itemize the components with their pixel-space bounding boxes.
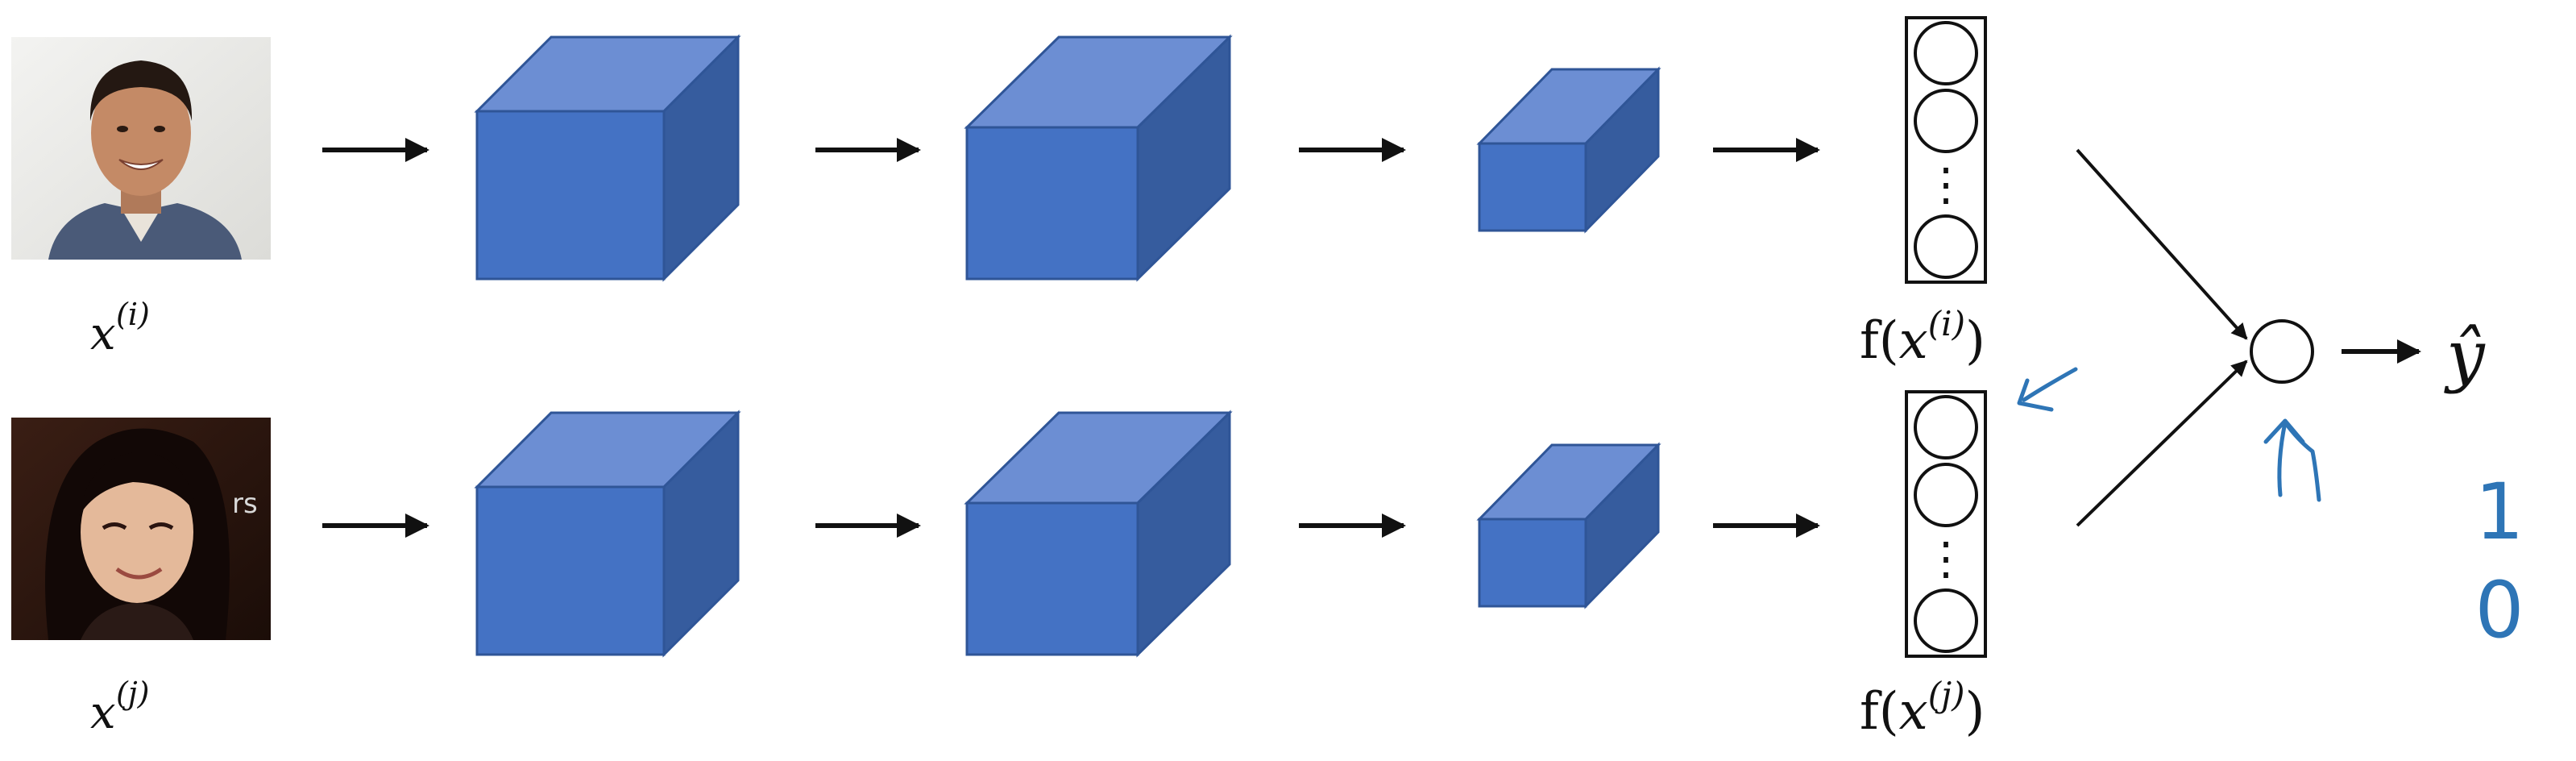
output-y-hat: ŷ xyxy=(2443,316,2486,395)
handwritten-one: 1 xyxy=(2474,467,2524,557)
vertical-ellipsis: ⋮ xyxy=(1923,159,1968,211)
neuron xyxy=(1914,463,1978,527)
arrow xyxy=(2076,360,2248,527)
encoding-superscript: (i) xyxy=(1928,304,1965,343)
encoding-vector: ⋮ xyxy=(1905,390,1987,658)
neuron xyxy=(1914,588,1978,653)
handwritten-up-arrowhead xyxy=(2263,418,2305,444)
input-superscript: (j) xyxy=(116,676,149,711)
conv-volume-cube xyxy=(474,34,741,282)
conv-volume-cube xyxy=(964,410,1233,658)
encoding-symbol: x xyxy=(1899,311,1928,371)
handwritten-arrow xyxy=(2022,367,2078,402)
input-symbol: x xyxy=(90,308,116,360)
input-superscript: (i) xyxy=(116,297,150,332)
encoding-label-fxi: f(x(i)) xyxy=(1860,304,1985,371)
encoding-prefix: f( xyxy=(1860,682,1899,742)
handwritten-annotations: 1 0 xyxy=(2017,367,2524,655)
handwritten-zero: 0 xyxy=(2474,565,2524,655)
encoding-prefix: f( xyxy=(1860,311,1899,371)
background-sign-fragment: rs xyxy=(232,488,258,520)
conv-volume-cube-small xyxy=(1476,442,1661,609)
row-bottom: rs x (j) xyxy=(11,390,1987,742)
neuron xyxy=(1914,395,1978,460)
conv-volume-cube xyxy=(474,410,741,658)
handwritten-arrowhead xyxy=(2017,378,2054,412)
neuron xyxy=(1914,214,1978,279)
handwritten-up-arrow xyxy=(2277,420,2321,502)
vertical-ellipsis: ⋮ xyxy=(1923,533,1968,585)
neuron xyxy=(1914,89,1978,153)
conv-volume-cube-small xyxy=(1476,66,1661,234)
encoding-label-fxj: f(x(j)) xyxy=(1860,675,1985,742)
encoding-suffix: ) xyxy=(1965,311,1985,371)
encoding-suffix: ) xyxy=(1965,682,1985,742)
logistic-unit-node xyxy=(2250,319,2314,384)
arrow xyxy=(2076,148,2248,340)
encoding-superscript: (j) xyxy=(1928,675,1965,714)
row-top: x (i) ⋮ xyxy=(11,16,1987,371)
input-symbol: x xyxy=(90,687,116,739)
comparison-unit: ŷ xyxy=(2076,148,2486,527)
input-photo-man xyxy=(11,37,271,260)
neuron xyxy=(1914,21,1978,85)
input-label-xj: x (j) xyxy=(90,676,149,739)
conv-volume-cube xyxy=(964,34,1233,282)
encoding-symbol: x xyxy=(1899,682,1928,742)
encoding-vector: ⋮ xyxy=(1905,16,1987,284)
input-label-xi: x (i) xyxy=(90,297,150,360)
input-photo-woman: rs xyxy=(11,418,271,640)
